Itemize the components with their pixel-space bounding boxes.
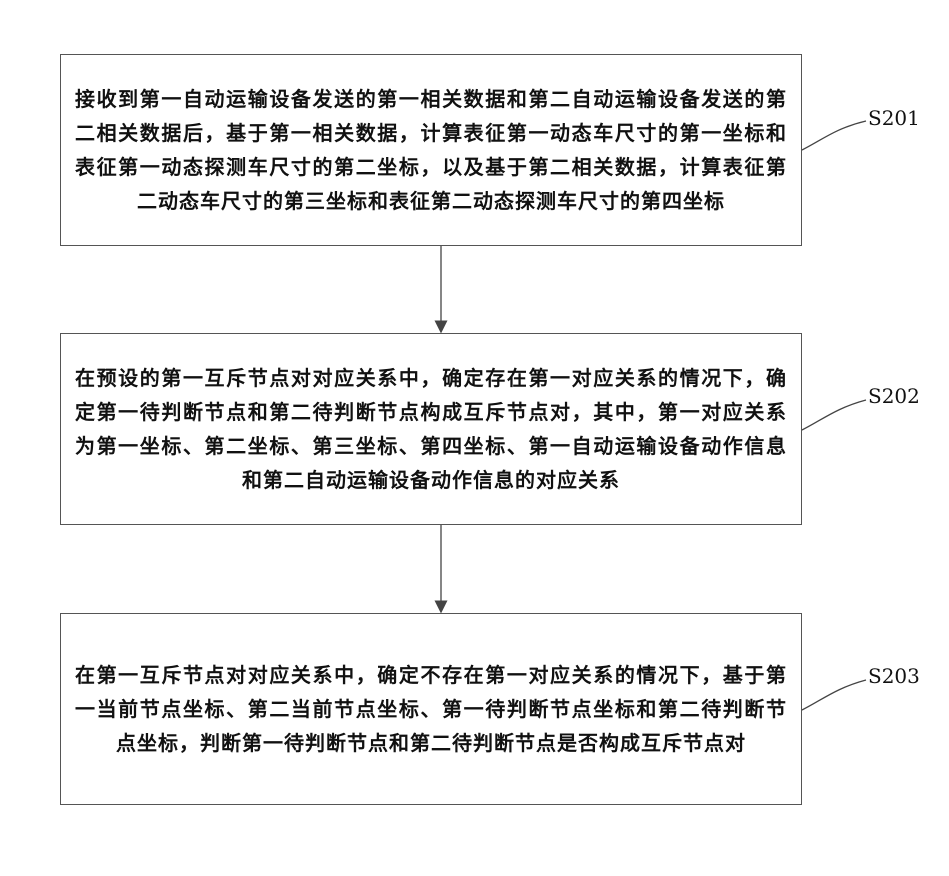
step-label-s203: S203 [868,664,920,688]
leader-s203 [802,680,866,710]
step-label-s201: S201 [868,106,920,130]
leader-s202 [802,400,866,430]
step-label-s202: S202 [868,384,920,408]
leader-s201 [802,121,866,150]
